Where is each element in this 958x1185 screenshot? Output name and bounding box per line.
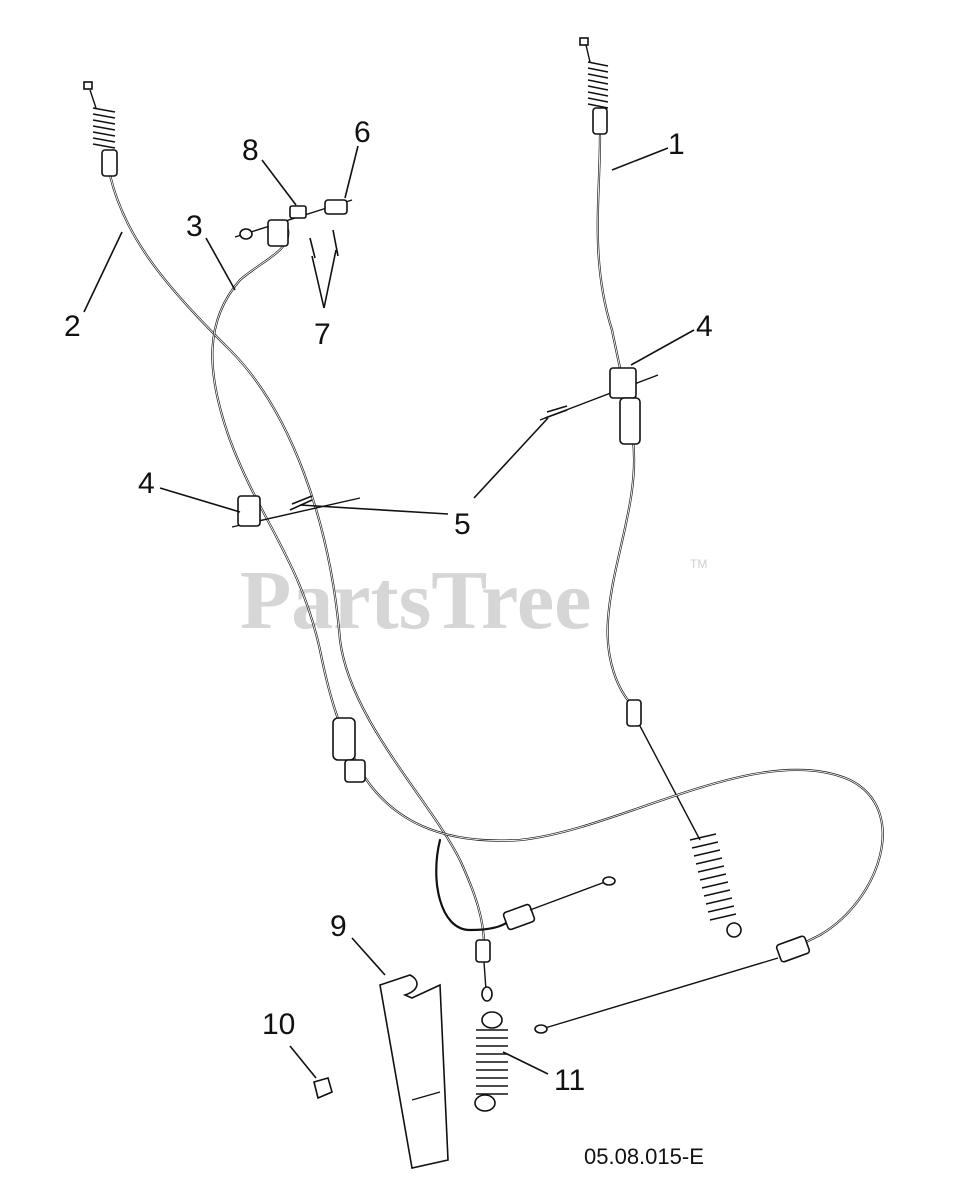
watermark-text: PartsTree — [240, 554, 591, 647]
callout-5: 5 — [454, 508, 471, 541]
cable-3[interactable] — [211, 228, 884, 1034]
callout-1: 1 — [668, 128, 685, 161]
callout-3: 3 — [186, 210, 203, 243]
callout-10: 10 — [262, 1008, 295, 1041]
callout-4-right: 4 — [696, 310, 713, 343]
callout-4-left: 4 — [138, 467, 155, 500]
cable-clamp-right[interactable] — [539, 367, 659, 445]
handle-bracket[interactable] — [379, 974, 449, 1169]
drawing-code: 05.08.015-E — [584, 1144, 704, 1169]
extension-spring[interactable] — [474, 1011, 508, 1112]
cable-2[interactable] — [83, 81, 493, 1002]
callout-2: 2 — [64, 310, 81, 343]
callout-6: 6 — [354, 116, 371, 149]
callout-11: 11 — [554, 1064, 585, 1097]
small-clip[interactable] — [313, 1077, 333, 1100]
pivot-hardware[interactable] — [234, 199, 353, 259]
callout-8: 8 — [242, 134, 259, 167]
callout-7: 7 — [314, 318, 331, 351]
callout-9: 9 — [330, 910, 347, 943]
cable-1[interactable] — [579, 37, 742, 938]
watermark-trademark: TM — [690, 557, 707, 571]
cable-clamp-left[interactable] — [231, 495, 361, 528]
leader-lines — [83, 145, 695, 1079]
